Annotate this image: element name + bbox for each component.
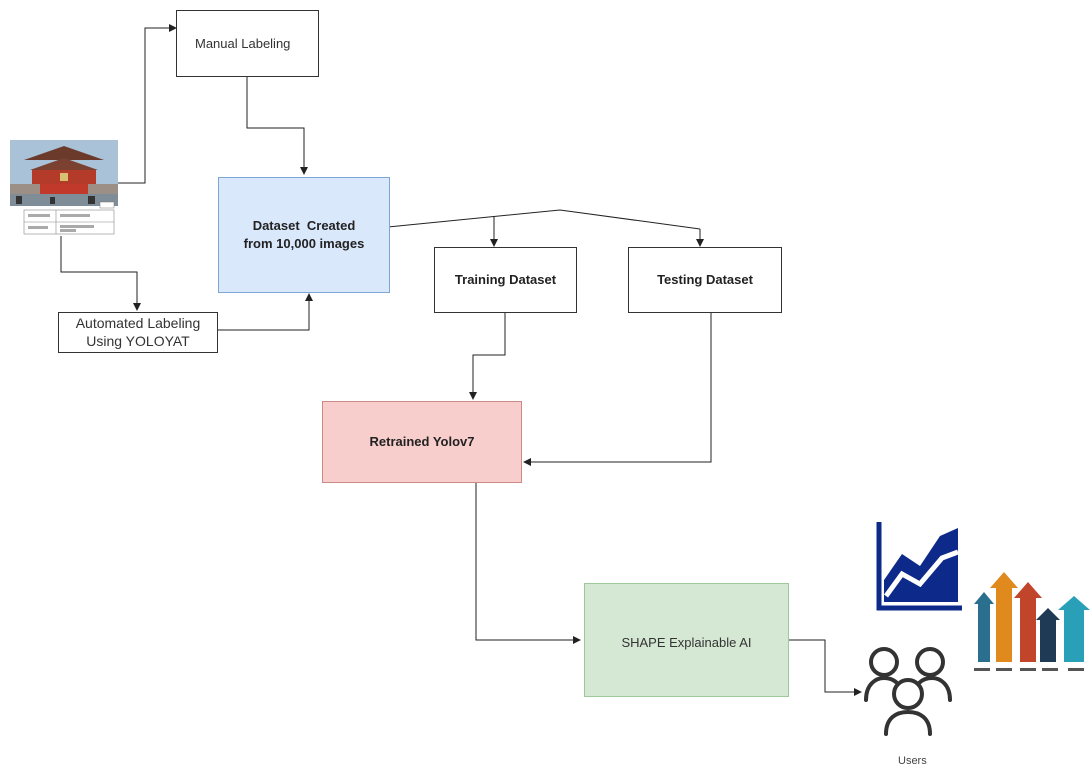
- manual-labeling-box: Manual Labeling: [176, 10, 319, 77]
- line-dataset-split: [387, 209, 701, 230]
- arrow-image-to-manual: [118, 24, 177, 184]
- arrow-automated-to-dataset: [218, 293, 313, 331]
- dataset-label-line2: from 10,000 images: [243, 236, 365, 251]
- testing-dataset-label: Testing Dataset: [657, 272, 753, 288]
- manual-labeling-label: Manual Labeling: [195, 36, 291, 51]
- automated-labeling-box: Automated Labeling Using YOLOYAT: [58, 312, 218, 353]
- arrow-image-to-automated: [60, 236, 141, 311]
- arrow-training-to-retrained: [469, 312, 506, 400]
- testing-dataset-box: Testing Dataset: [628, 247, 782, 313]
- retrained-yolov7-label: Retrained Yolov7: [369, 434, 475, 450]
- arrow-testing-to-retrained: [523, 313, 712, 466]
- growth-arrows-icon: [974, 572, 1090, 671]
- users-label: Users: [898, 755, 927, 767]
- dataset-label-line1: Dataset Created: [252, 218, 356, 234]
- palace-photo-icon: [10, 140, 118, 235]
- source-image: [10, 140, 118, 238]
- arrow-retrained-to-shape: [475, 483, 581, 644]
- automated-label-line1: Automated Labeling: [75, 315, 201, 331]
- shape-explainable-ai-box: SHAPE Explainable AI: [584, 583, 789, 697]
- area-chart-icon: [876, 522, 962, 611]
- automated-label-line2: Using YOLOYAT: [86, 332, 190, 349]
- shape-explainable-ai-label: SHAPE Explainable AI: [621, 635, 752, 650]
- retrained-yolov7-box: Retrained Yolov7: [322, 401, 522, 483]
- arrow-shape-to-users: [789, 639, 862, 696]
- dataset-box: Dataset Created from 10,000 images: [218, 177, 390, 293]
- arrow-manual-to-dataset: [246, 76, 308, 175]
- training-dataset-label: Training Dataset: [454, 272, 557, 288]
- users-group-icon: [864, 647, 952, 736]
- training-dataset-box: Training Dataset: [434, 247, 577, 313]
